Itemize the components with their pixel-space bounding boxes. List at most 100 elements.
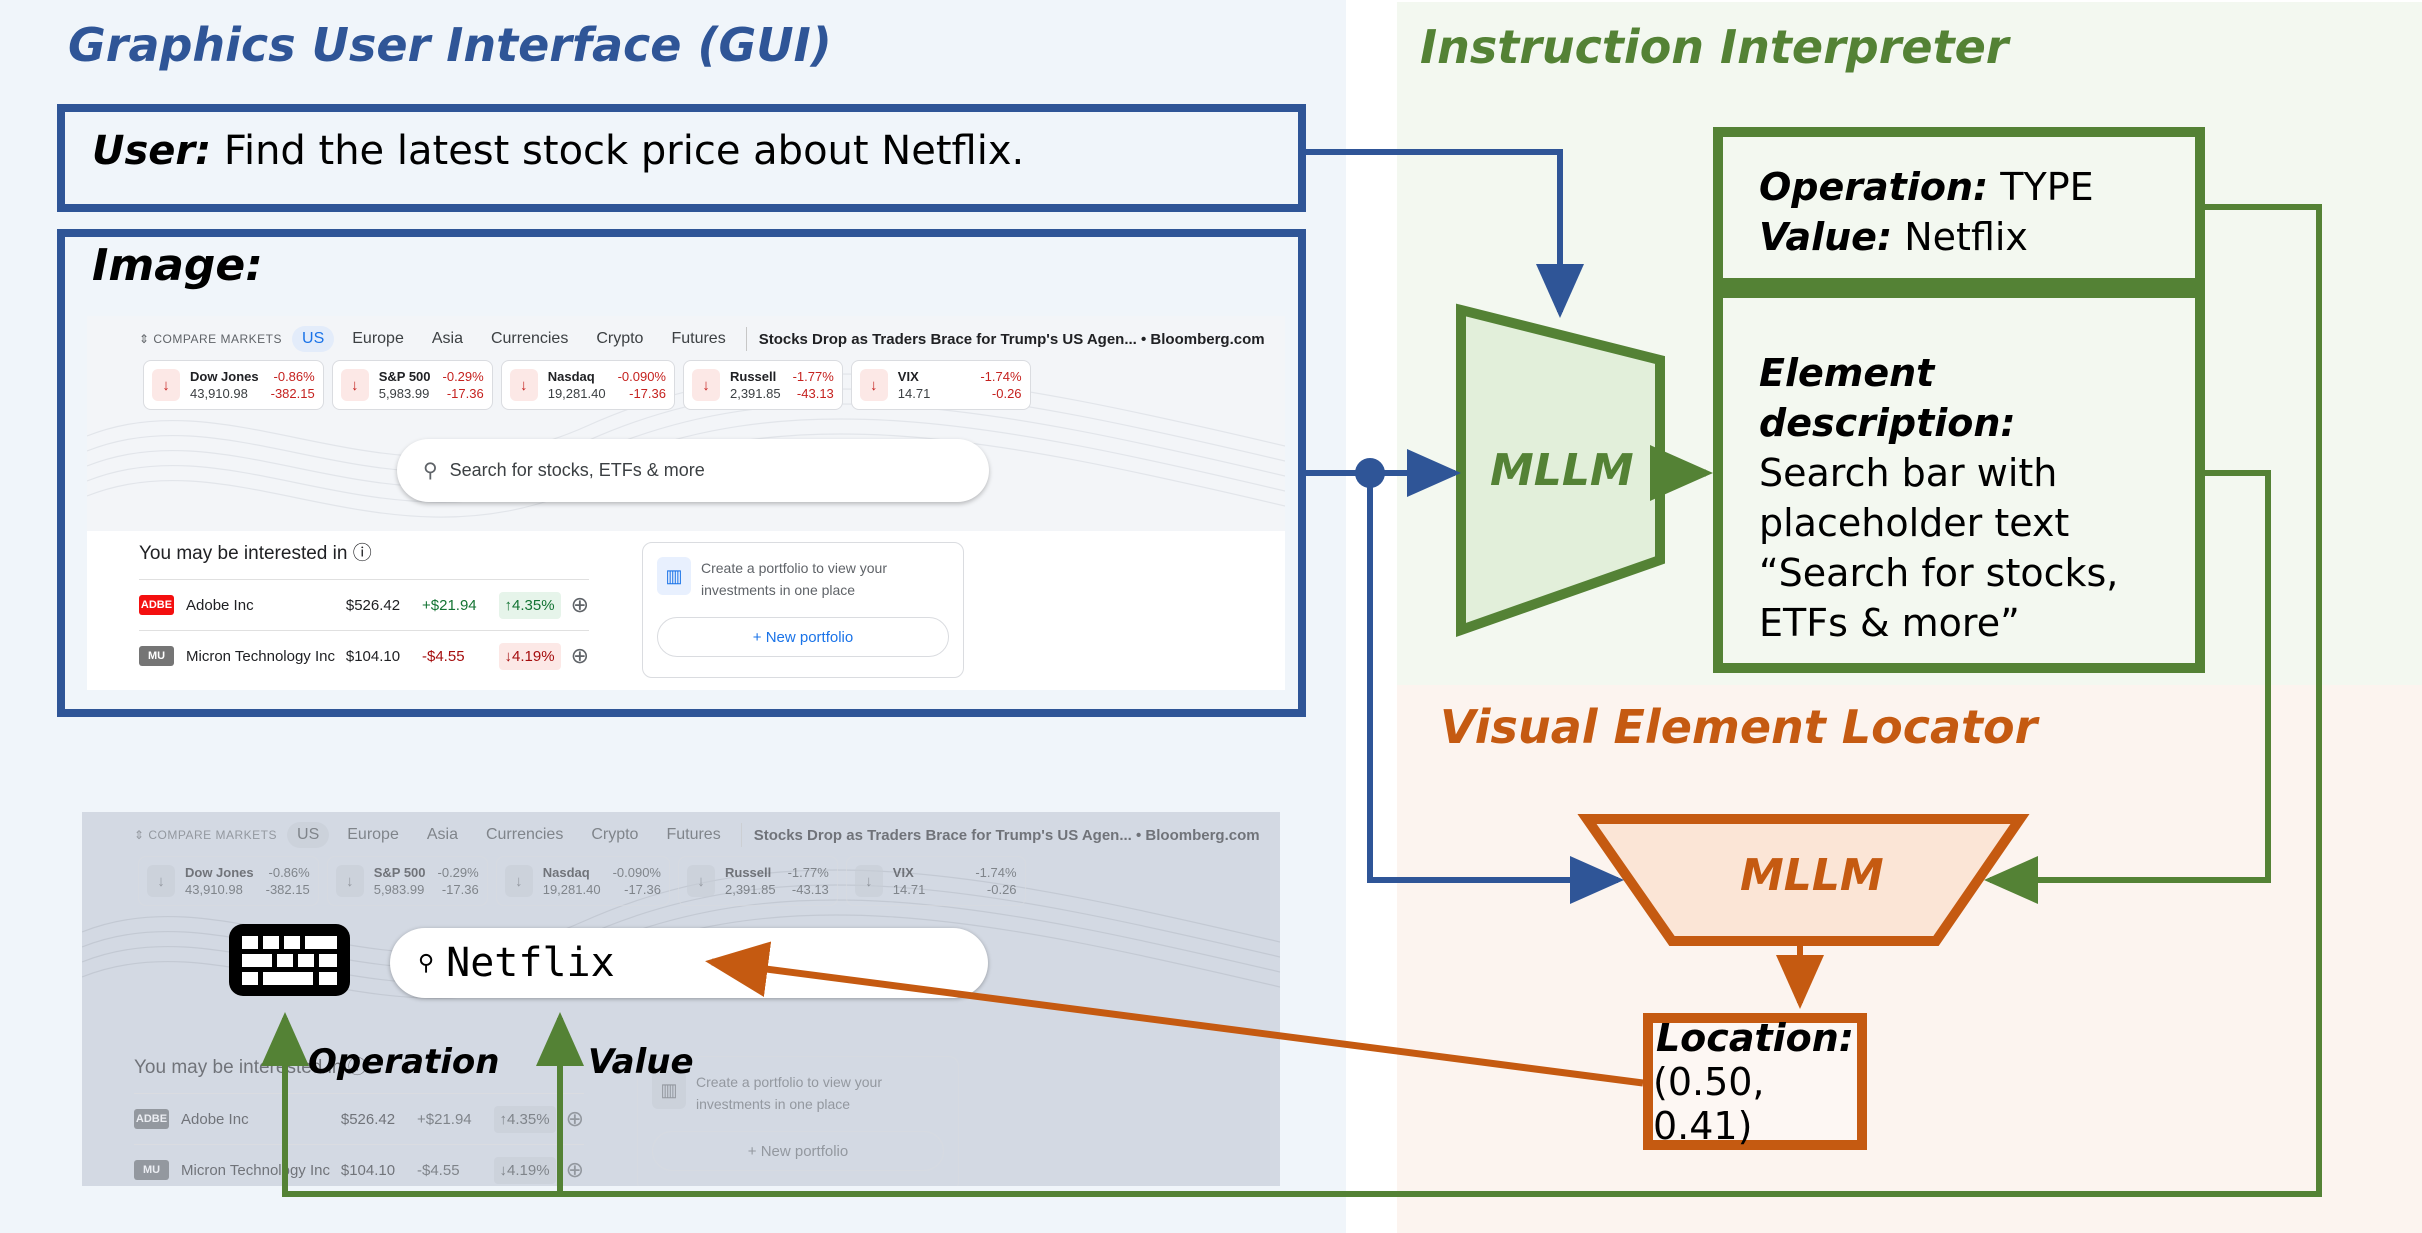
stock-search-bar[interactable]: ⚲ Search for stocks, ETFs & more — [397, 439, 989, 502]
tab-currencies[interactable]: Currencies — [490, 330, 569, 347]
tab-crypto[interactable]: Crypto — [596, 330, 644, 347]
chart-icon: ▥ — [657, 557, 691, 595]
ticker-name: Nasdaq — [547, 369, 595, 384]
ticker-pct: -1.74% — [975, 865, 1017, 880]
arrow-down-icon: ↓ — [686, 865, 715, 897]
element-description: Element description:Search bar with plac… — [1759, 348, 2199, 648]
arrow-down-icon: ↓ — [147, 865, 175, 897]
arrow-down-icon: ↓ — [340, 369, 369, 401]
tab-europe[interactable]: Europe — [352, 330, 404, 347]
ticker-value: 5,983.99 — [373, 882, 425, 897]
locator-mllm-shape — [1577, 814, 2030, 946]
search-icon: ⚲ — [418, 950, 435, 976]
add-circle-icon[interactable]: ⊕ — [565, 1157, 584, 1182]
operation-annotation: Operation — [308, 1042, 500, 1082]
location-box: Location: (0.50, 0.41) — [1643, 1013, 1867, 1150]
operation-line: Operation: TYPE — [1759, 165, 2094, 209]
ticker-change: -17.36 — [446, 386, 484, 401]
ticker-change: -382.15 — [265, 882, 310, 897]
image-label: Image: — [92, 240, 263, 291]
tab-asia[interactable]: Asia — [431, 330, 463, 347]
user-instruction-box — [57, 104, 1306, 212]
ticker-card[interactable]: ↓ S&P 500 5,983.99 -0.29% -17.36 — [331, 360, 493, 410]
stock-name: Micron Technology Inc — [186, 647, 335, 665]
add-circle-icon[interactable]: ⊕ — [570, 592, 589, 617]
stock-row[interactable]: ADBE Adobe Inc $526.42 +$21.94 ↑4.35% ⊕ — [139, 579, 589, 630]
stock-pct-badge: ↓4.19% — [493, 1156, 556, 1184]
stock-row[interactable]: ADBE Adobe Inc $526.42 +$21.94 ↑4.35% ⊕ — [134, 1093, 584, 1144]
ticker-change: -0.26 — [991, 386, 1022, 401]
tab-us[interactable]: US — [287, 822, 330, 848]
compare-markets-toggle[interactable]: ⇕ COMPARE MARKETS — [139, 332, 283, 346]
stock-price: $526.42 — [340, 1110, 396, 1128]
ticker-pct: -1.77% — [787, 865, 829, 880]
new-portfolio-button[interactable]: + New portfolio — [657, 617, 949, 657]
tab-futures[interactable]: Futures — [666, 826, 721, 843]
ticker-name: S&P 500 — [373, 865, 426, 880]
stock-row[interactable]: MU Micron Technology Inc $104.10 -$4.55 … — [139, 630, 589, 681]
add-circle-icon[interactable]: ⊕ — [570, 643, 589, 668]
arrow-down-icon: ↓ — [335, 865, 364, 897]
new-portfolio-button[interactable]: + New portfolio — [652, 1131, 944, 1171]
value-value: Netflix — [1892, 215, 2028, 259]
tab-crypto[interactable]: Crypto — [591, 826, 639, 843]
arrow-down-icon: ↓ — [691, 369, 720, 401]
ticker-name: Nasdaq — [542, 865, 590, 880]
interest-list: You may be interested in ⓘ ADBE Adobe In… — [139, 538, 589, 681]
ticker-pct: -0.29% — [442, 369, 484, 384]
image-to-locator-arrow — [1367, 473, 1624, 904]
operation-value-box: Operation: TYPE Value: Netflix — [1713, 127, 2205, 298]
ticker-badge: MU — [139, 646, 175, 666]
operation-feedback-line — [261, 204, 2322, 1197]
ticker-value: 2,391.85 — [724, 882, 776, 897]
ticker-value: 14.71 — [897, 386, 931, 401]
portfolio-card: ▥ Create a portfolio to view your invest… — [642, 542, 964, 678]
compare-markets-toggle[interactable]: ⇕ COMPARE MARKETS — [134, 828, 278, 842]
ticker-name: Dow Jones — [185, 865, 254, 880]
tab-us[interactable]: US — [292, 326, 335, 352]
tab-futures[interactable]: Futures — [671, 330, 726, 347]
user-instruction: User: Find the latest stock price about … — [92, 128, 1024, 174]
operation-value: TYPE — [1988, 165, 2094, 209]
ticker-name: S&P 500 — [378, 369, 431, 384]
portfolio-text: Create a portfolio to view your investme… — [696, 1074, 882, 1112]
element-description-box: Element description:Search bar with plac… — [1713, 278, 2205, 673]
value-annotation: Value — [588, 1042, 694, 1082]
tab-asia[interactable]: Asia — [426, 826, 458, 843]
news-headline-link[interactable]: Stocks Drop as Traders Brace for Trump's… — [758, 330, 1265, 348]
ticker-pct: -0.090% — [617, 369, 666, 384]
news-headline-link[interactable]: Stocks Drop as Traders Brace for Trump's… — [753, 826, 1260, 844]
ticker-value: 19,281.40 — [542, 882, 601, 897]
locator-mllm-label: MLLM — [1740, 850, 1884, 901]
gui-screenshot: ⇕ COMPARE MARKETS US Europe Asia Currenc… — [87, 316, 1285, 690]
tab-currencies[interactable]: Currencies — [485, 826, 564, 843]
ticker-value: 5,983.99 — [378, 386, 430, 401]
tab-europe[interactable]: Europe — [347, 826, 399, 843]
arrow-down-icon: ↓ — [854, 865, 883, 897]
ticker-change: -17.36 — [624, 882, 661, 897]
location-key: Location: — [1655, 1015, 1855, 1060]
gui-section-title: Graphics User Interface (GUI) — [68, 18, 832, 72]
keyboard-icon — [229, 924, 350, 996]
user-label: User: — [92, 128, 212, 174]
image-input-box — [57, 229, 1306, 717]
ticker-value: 43,910.98 — [190, 386, 248, 401]
add-circle-icon[interactable]: ⊕ — [565, 1106, 584, 1131]
gui-screenshot-after-action: ⇕ COMPARE MARKETS US Europe Asia Currenc… — [82, 812, 1280, 1186]
ticker-change: -43.13 — [796, 386, 834, 401]
ticker-name: Dow Jones — [190, 369, 259, 384]
stock-change: +$21.94 — [422, 596, 477, 614]
ticker-pct: -0.090% — [612, 865, 661, 880]
interest-heading: You may be interested in ⓘ — [139, 543, 372, 564]
stock-row[interactable]: MU Micron Technology Inc $104.10 -$4.55 … — [134, 1144, 584, 1186]
arrow-down-icon: ↓ — [859, 369, 888, 401]
